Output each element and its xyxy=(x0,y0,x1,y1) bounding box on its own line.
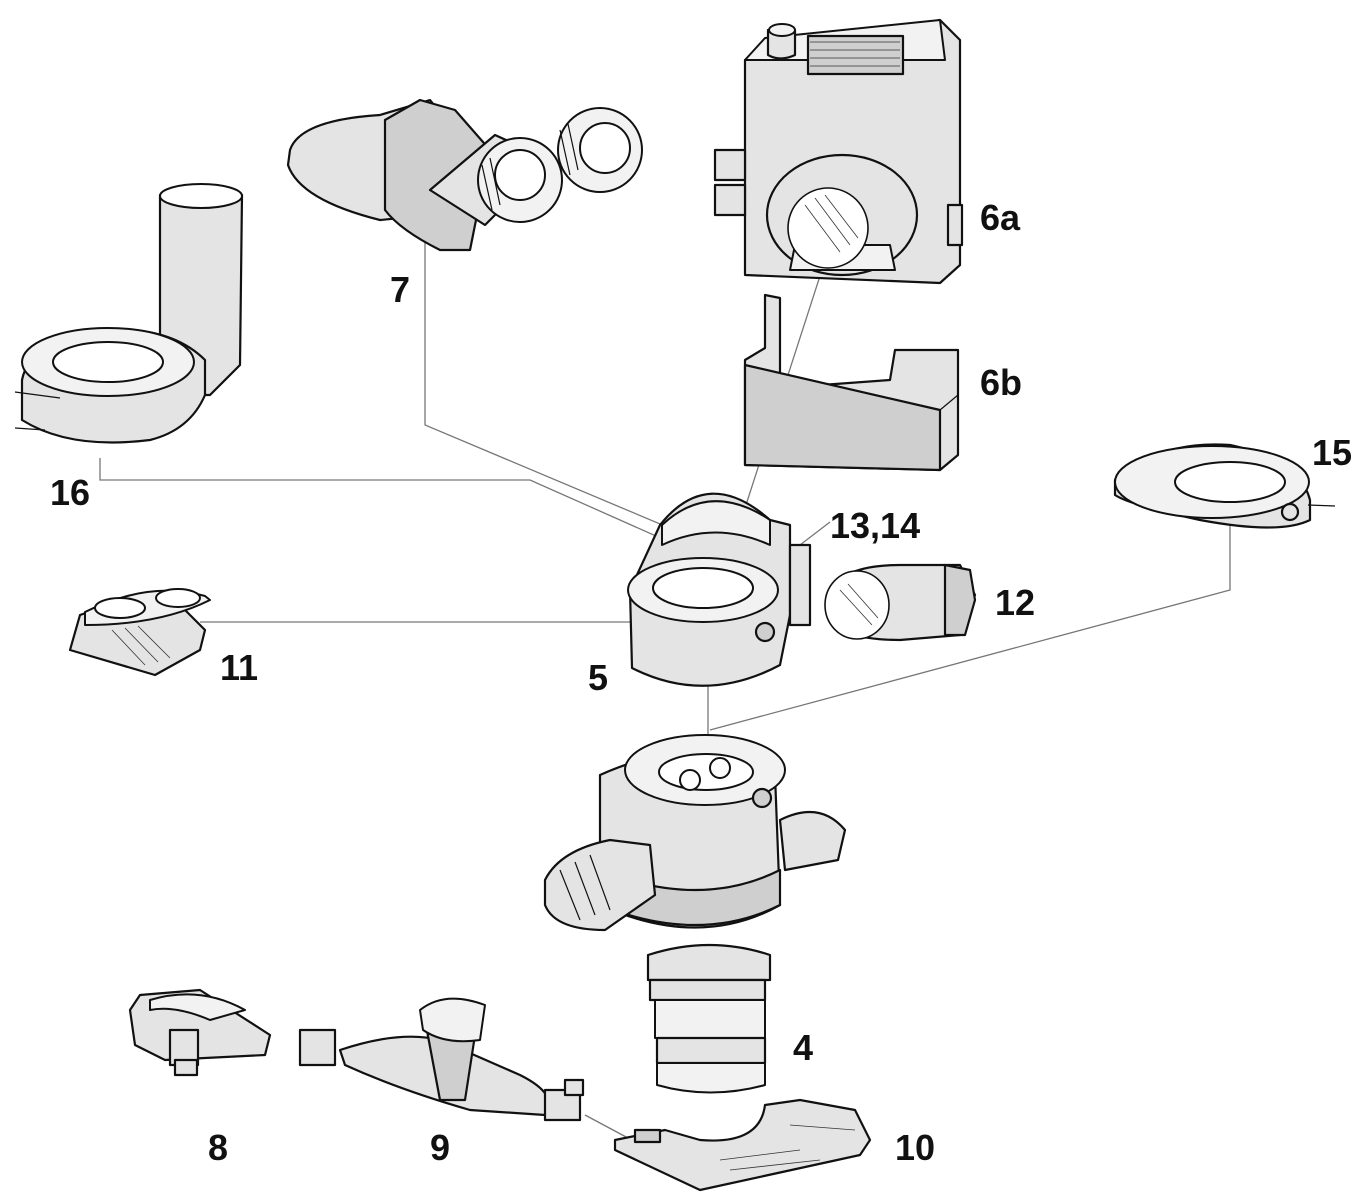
part-labels: 16 7 6a 6b 15 13,14 12 11 5 4 8 9 10 xyxy=(50,197,1352,1168)
leader-15 xyxy=(709,518,1231,731)
part-16-phototube xyxy=(14,183,244,444)
leader-lines xyxy=(99,238,1231,1139)
part-15-stage-plate xyxy=(1113,443,1336,529)
part-12-filter-slider xyxy=(824,563,977,642)
label-4: 4 xyxy=(793,1027,813,1068)
leader-10 xyxy=(584,1114,629,1139)
part-9-arm xyxy=(298,997,585,1122)
part-4-zoom-body xyxy=(543,734,847,1094)
part-11-prism xyxy=(68,588,211,677)
label-6a: 6a xyxy=(980,197,1021,238)
part-7-binocular-tube xyxy=(286,98,643,252)
label-15: 15 xyxy=(1312,432,1352,473)
part-10-plate xyxy=(613,1098,872,1192)
label-11: 11 xyxy=(220,647,258,688)
part-6a-camera-adapter xyxy=(713,18,964,285)
part-6b-bracket xyxy=(743,293,960,472)
leader-16 xyxy=(99,458,711,561)
label-7: 7 xyxy=(390,269,410,310)
leader-1314 xyxy=(799,521,831,546)
label-16: 16 xyxy=(50,472,90,513)
label-10: 10 xyxy=(895,1127,935,1168)
leader-7 xyxy=(424,238,711,546)
label-9: 9 xyxy=(430,1127,450,1168)
label-5: 5 xyxy=(588,657,608,698)
label-6b: 6b xyxy=(980,362,1022,403)
part-5-intermediate xyxy=(627,492,812,687)
part-8-clamp xyxy=(128,988,272,1077)
label-12: 12 xyxy=(995,582,1035,623)
label-13-14: 13,14 xyxy=(830,505,920,546)
label-8: 8 xyxy=(208,1127,228,1168)
